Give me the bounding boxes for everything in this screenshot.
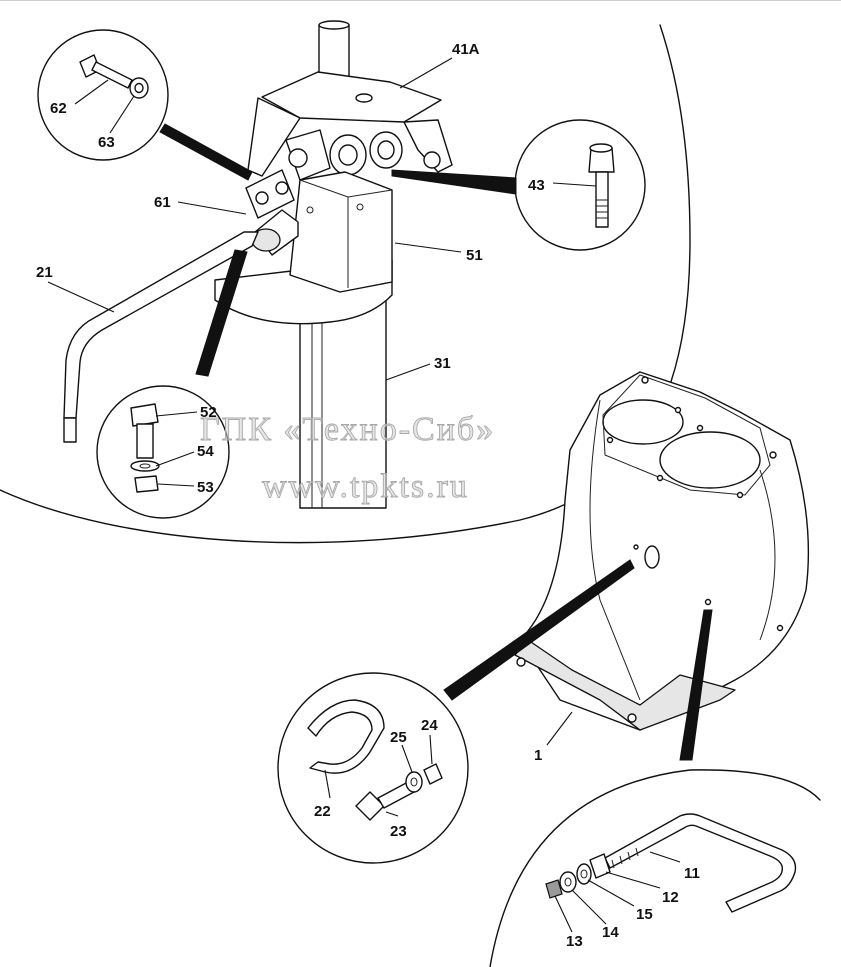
callout-12: 12 xyxy=(662,889,679,906)
steering-column-assembly xyxy=(63,20,453,509)
detail-pointer-22 xyxy=(443,559,635,701)
detail-pointer-52 xyxy=(195,249,248,377)
housing-block-51 xyxy=(289,171,393,293)
callout-31: 31 xyxy=(434,355,451,372)
watermark-url: www.tpkts.ru xyxy=(262,468,469,505)
callout-23: 23 xyxy=(390,823,407,840)
universal-joint xyxy=(285,129,403,181)
watermark: ГПК «Техно-Сиб» www.tpkts.ru xyxy=(200,411,495,506)
detail-bolt-washer-nut-52-54-53 xyxy=(96,385,230,519)
leader-lines xyxy=(47,57,681,933)
callout-62: 62 xyxy=(50,100,67,117)
callout-54: 54 xyxy=(197,443,214,460)
callout-41a: 41A xyxy=(452,41,480,58)
callout-51: 51 xyxy=(466,247,483,264)
callout-labels: 41A 62 63 43 61 51 21 31 52 54 53 1 25 2… xyxy=(36,41,700,950)
callout-53: 53 xyxy=(197,479,214,496)
gauge-opening-right xyxy=(659,431,761,489)
detail-pointer-11 xyxy=(679,609,713,761)
callout-52: 52 xyxy=(200,404,217,421)
callout-22: 22 xyxy=(314,803,331,820)
callout-43: 43 xyxy=(528,177,545,194)
detail-u-bolt-11-15 xyxy=(489,769,821,967)
clip-22 xyxy=(307,699,385,774)
callout-61: 61 xyxy=(154,194,171,211)
callout-15: 15 xyxy=(636,906,653,923)
detail-clip-bolt-22-25 xyxy=(277,672,469,864)
callout-63: 63 xyxy=(98,134,115,151)
dashboard-housing-1 xyxy=(443,371,810,761)
callout-24: 24 xyxy=(421,717,438,734)
callout-21: 21 xyxy=(36,264,53,281)
u-bolt-11 xyxy=(604,813,797,913)
callout-25: 25 xyxy=(390,729,407,746)
detail-bolt-washer-62-63 xyxy=(37,29,253,181)
gauge-opening-left xyxy=(602,399,684,445)
watermark-company: ГПК «Техно-Сиб» xyxy=(200,411,495,448)
plate-61 xyxy=(245,169,295,219)
callout-1: 1 xyxy=(534,747,542,764)
callout-14: 14 xyxy=(602,924,619,941)
callout-13: 13 xyxy=(566,933,583,950)
callout-11: 11 xyxy=(684,865,700,882)
housing-base xyxy=(514,639,736,731)
